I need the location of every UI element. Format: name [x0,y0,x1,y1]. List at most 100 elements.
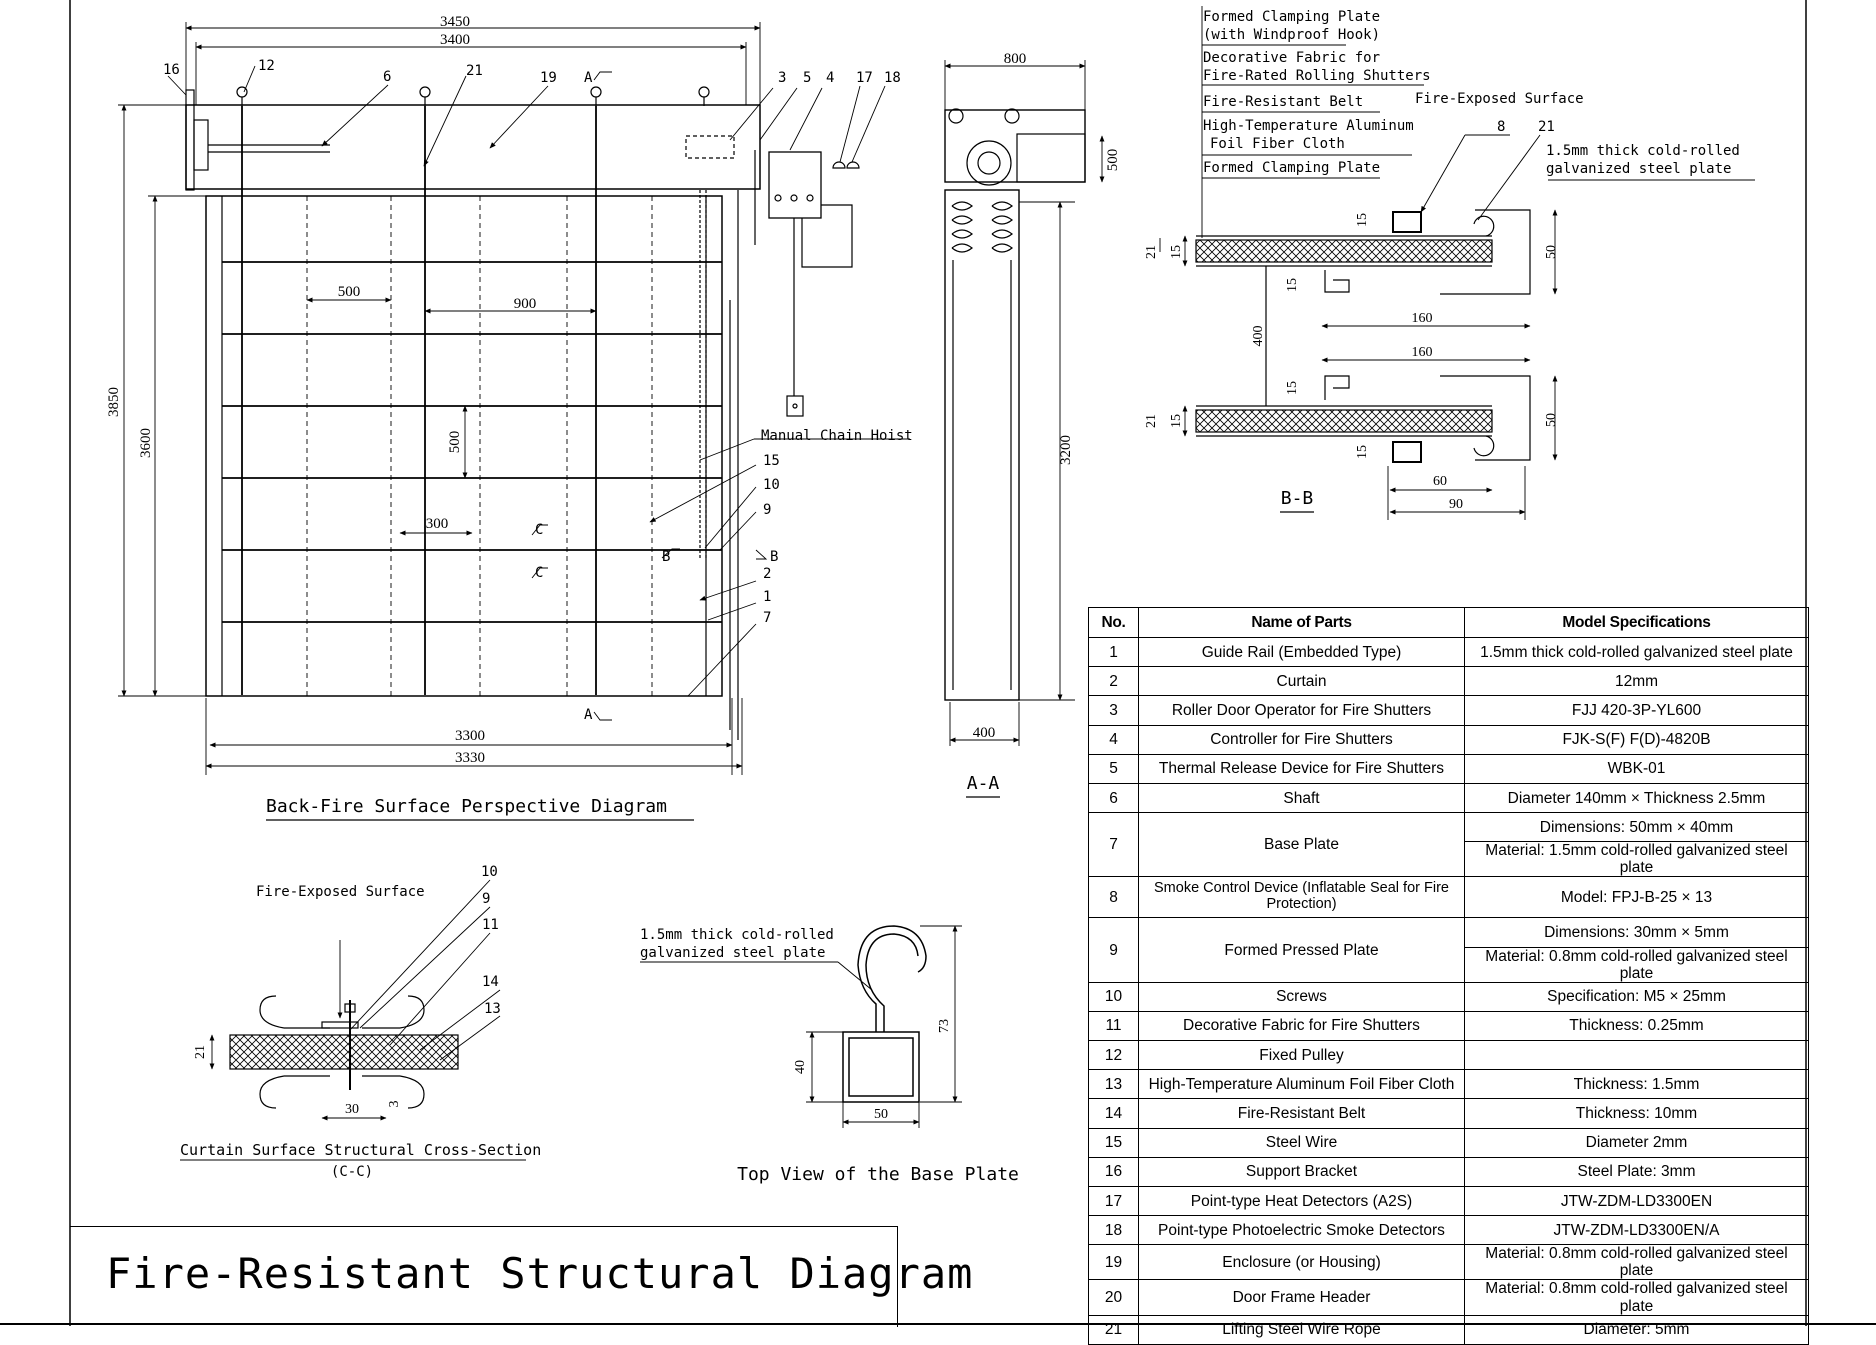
part-spec: Dimensions: 30mm × 5mm [1464,917,1809,948]
part-number: 12 [1088,1040,1139,1071]
aa-view [944,60,1105,746]
callout-4: 4 [826,70,834,86]
bb-dim-160-top: 160 [1412,311,1433,326]
part-number: 1 [1088,636,1139,668]
title-block: Fire-Resistant Structural Diagram [70,1226,972,1327]
part-number: 7 [1088,812,1139,878]
bb-dim-50-top: 50 [1544,245,1559,259]
part-spec: JTW-ZDM-LD3300EN/A [1464,1215,1809,1246]
bb-dim-90: 90 [1449,497,1463,512]
aa-dim-800: 800 [1004,51,1027,67]
part-number: 5 [1088,753,1139,784]
part-name: Smoke Control Device (Inflatable Seal fo… [1138,876,1465,919]
part-spec: FJJ 420-3P-YL600 [1464,695,1809,726]
bb-fire-exposed-surface: Fire-Exposed Surface [1415,91,1584,107]
part-name: Point-type Heat Detectors (A2S) [1138,1185,1465,1217]
cc-view [209,879,501,1121]
aa-dim-400: 400 [973,725,996,741]
part-number: 4 [1088,724,1139,755]
part-number: 2 [1088,666,1139,697]
section-marker-a-top: A [584,70,593,86]
bb-view [1159,134,1755,520]
callout-5: 5 [803,70,811,86]
cc-dim-21: 21 [193,1045,208,1059]
part-spec: Thickness: 1.5mm [1464,1069,1809,1100]
main-dimension-lines [118,22,761,775]
part-spec: Thickness: 10mm [1464,1098,1809,1129]
cc-callout-11: 11 [482,917,499,933]
part-name: Controller for Fire Shutters [1138,724,1465,755]
part-name: Support Bracket [1138,1156,1465,1188]
dim-3300: 3300 [455,728,485,744]
part-spec: Material: 0.8mm cold-rolled galvanized s… [1464,1244,1809,1281]
aa-dim-500: 500 [1105,149,1121,172]
section-marker-c-top: C [535,522,543,538]
base-dim-40: 40 [793,1060,808,1074]
part-name: Door Frame Header [1138,1279,1465,1316]
cc-dim-30: 30 [345,1102,359,1117]
callout-6: 6 [383,69,391,85]
part-spec: Diameter 2mm [1464,1127,1809,1158]
pulley-icon [236,86,710,106]
part-number: 10 [1088,981,1139,1012]
bb-dim-15-top: 15 [1169,245,1184,259]
part-spec-material: Material: 1.5mm cold-rolled galvanized s… [1464,841,1809,878]
cc-view-title: Curtain Surface Structural Cross-Section [180,1141,541,1159]
part-spec: 12mm [1464,666,1809,697]
cc-callout-9: 9 [482,891,490,907]
part-number: 9 [1088,917,1139,983]
part-number: 18 [1088,1215,1139,1246]
cc-callout-14: 14 [482,974,499,990]
bb-dim-15-hook-bottom: 15 [1285,381,1300,395]
bb-plate-label-1: 1.5mm thick cold-rolled [1546,143,1740,159]
callout-15: 15 [763,453,780,469]
part-spec: Steel Plate: 3mm [1464,1156,1809,1188]
part-spec: WBK-01 [1464,753,1809,784]
main-leaders [167,65,910,721]
callout-21: 21 [466,63,483,79]
callout-9: 9 [763,502,771,518]
bb-dim-21-top: 21 [1144,245,1159,259]
layer-formed-clamping-plate-top: Formed Clamping Plate [1203,9,1380,25]
section-marker-b-right: B [770,549,778,565]
callout-16: 16 [163,62,180,78]
dim-500-vertical: 500 [447,431,463,454]
section-marker-c-bottom: C [535,565,543,581]
base-plate-label-2: galvanized steel plate [640,945,825,961]
part-spec-material: Material: 0.8mm cold-rolled galvanized s… [1464,946,1809,983]
part-number: 3 [1088,695,1139,726]
col-header-no: No. [1088,607,1139,638]
part-spec: Diameter: 5mm [1464,1314,1809,1345]
part-spec: Thickness: 0.25mm [1464,1010,1809,1042]
bb-dim-15-hook-top: 15 [1285,278,1300,292]
back-fire-view [118,22,910,775]
part-name: Guide Rail (Embedded Type) [1138,636,1465,668]
callout-7: 7 [763,610,771,626]
part-name: Curtain [1138,666,1465,697]
base-dim-50: 50 [874,1107,888,1122]
bb-callout-8: 8 [1497,119,1505,135]
dim-3450: 3450 [440,14,470,30]
part-name: Fire-Resistant Belt [1138,1098,1465,1129]
part-number: 21 [1088,1314,1139,1345]
cc-callout-10: 10 [481,864,498,880]
bb-callout-21: 21 [1538,119,1555,135]
col-header-name: Name of Parts [1138,607,1465,638]
dim-300: 300 [426,516,449,532]
callout-2: 2 [763,566,771,582]
part-spec: JTW-ZDM-LD3300EN [1464,1185,1809,1217]
parts-table: No. Name of Parts Model Specifications 1… [1088,607,1809,1345]
part-number: 20 [1088,1279,1139,1316]
part-name: Formed Pressed Plate [1138,917,1465,983]
